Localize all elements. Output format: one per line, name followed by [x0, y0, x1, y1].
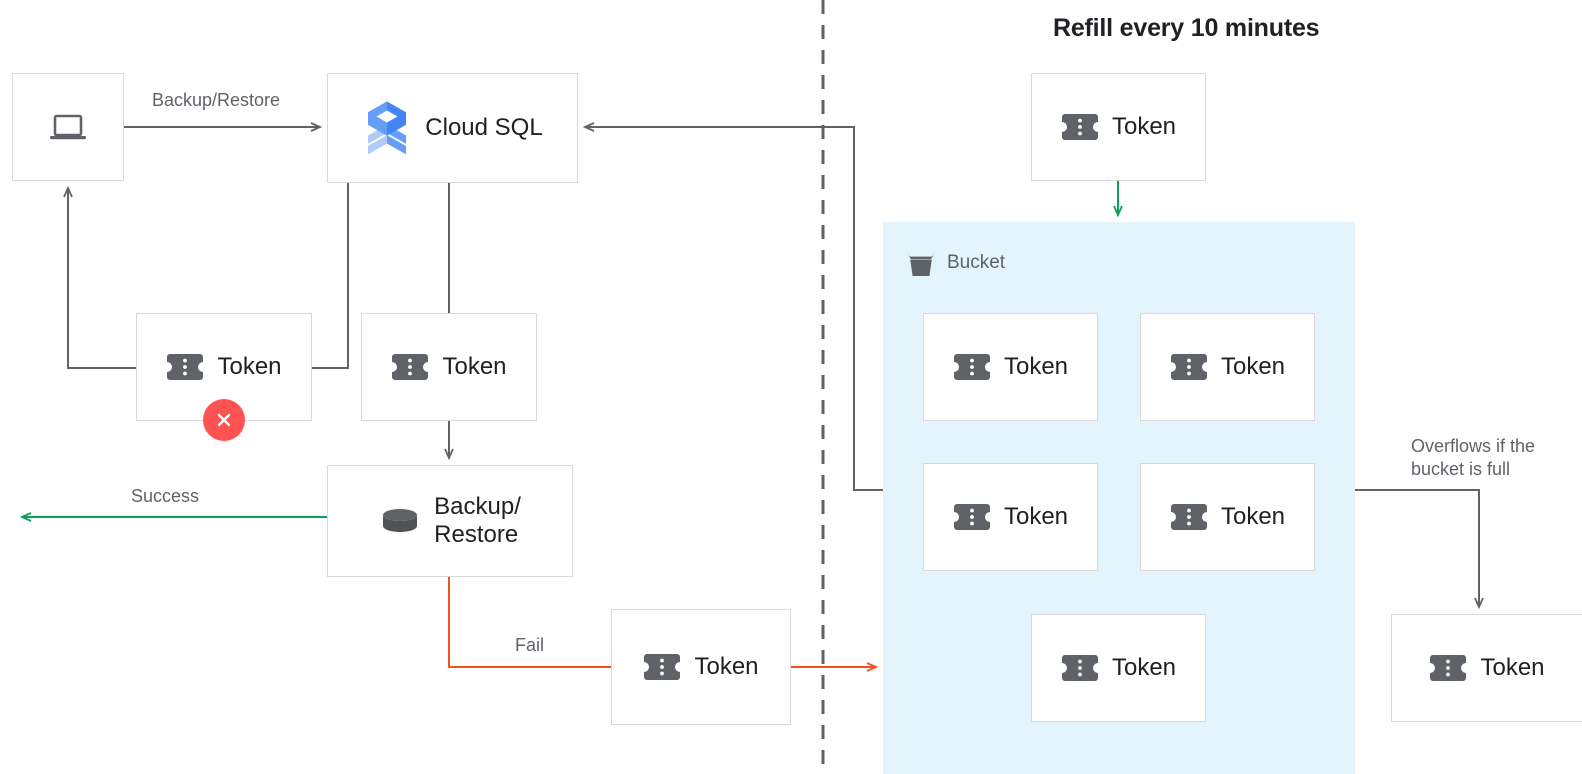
cloud-sql-icon — [368, 101, 407, 155]
bucket-label: Bucket — [947, 252, 1006, 273]
edge-bucket-to-cloudsql — [585, 127, 883, 491]
node-token-bucket-4[interactable]: Token — [1140, 463, 1315, 571]
close-icon — [217, 413, 231, 427]
node-token-bucket-1-label: Token — [1003, 352, 1069, 380]
node-token-bucket-4-label: Token — [1220, 502, 1286, 530]
node-backup-restore-label: Backup/ Restore — [434, 492, 521, 548]
status-badge-error — [203, 399, 245, 441]
token-icon — [953, 354, 990, 380]
edge-label-backup-restore: Backup/Restore — [152, 90, 281, 110]
edge-label-success: Success — [131, 486, 200, 506]
node-token-bucket-1[interactable]: Token — [923, 313, 1098, 421]
node-token-refill-label: Token — [1111, 112, 1177, 140]
node-token-failed-label: Token — [217, 352, 282, 380]
node-token-refill[interactable]: Token — [1031, 73, 1206, 181]
laptop-icon — [50, 114, 86, 140]
node-token-bucket-3-label: Token — [1003, 502, 1069, 530]
node-cloud-sql[interactable]: Cloud SQL — [327, 73, 578, 183]
node-cloud-sql-label: Cloud SQL — [425, 113, 543, 141]
token-icon — [953, 504, 990, 530]
node-token-request-label: Token — [442, 352, 507, 380]
node-token-bucket-5[interactable]: Token — [1031, 614, 1206, 722]
edge-bucket-overflow — [1355, 489, 1479, 607]
token-icon — [1061, 655, 1098, 681]
token-icon — [644, 654, 681, 680]
node-token-bucket-2-label: Token — [1220, 352, 1286, 380]
node-token-bucket-2[interactable]: Token — [1140, 313, 1315, 421]
token-icon — [167, 354, 204, 380]
token-icon — [392, 354, 429, 380]
page-title: Refill every 10 minutes — [1053, 14, 1320, 42]
node-token-overflow-label: Token — [1480, 653, 1545, 681]
database-icon — [383, 509, 418, 532]
node-backup-restore[interactable]: Backup/ Restore — [327, 465, 573, 577]
token-icon — [1430, 655, 1467, 681]
node-token-overflow[interactable]: Token — [1391, 614, 1582, 722]
node-token-request[interactable]: Token — [361, 313, 537, 421]
node-token-fail-out-label: Token — [694, 652, 759, 680]
token-icon — [1170, 504, 1207, 530]
node-token-bucket-3[interactable]: Token — [923, 463, 1098, 571]
node-token-bucket-5-label: Token — [1111, 653, 1177, 681]
node-token-fail-out[interactable]: Token — [611, 609, 791, 725]
edge-label-fail: Fail — [515, 635, 545, 655]
bucket-icon — [907, 252, 935, 276]
token-icon — [1061, 114, 1098, 140]
token-icon — [1170, 354, 1207, 380]
bucket-header: Bucket — [904, 248, 1005, 278]
node-client[interactable] — [12, 73, 124, 181]
edge-label-overflow: Overflows if the bucket is full — [1411, 436, 1536, 480]
